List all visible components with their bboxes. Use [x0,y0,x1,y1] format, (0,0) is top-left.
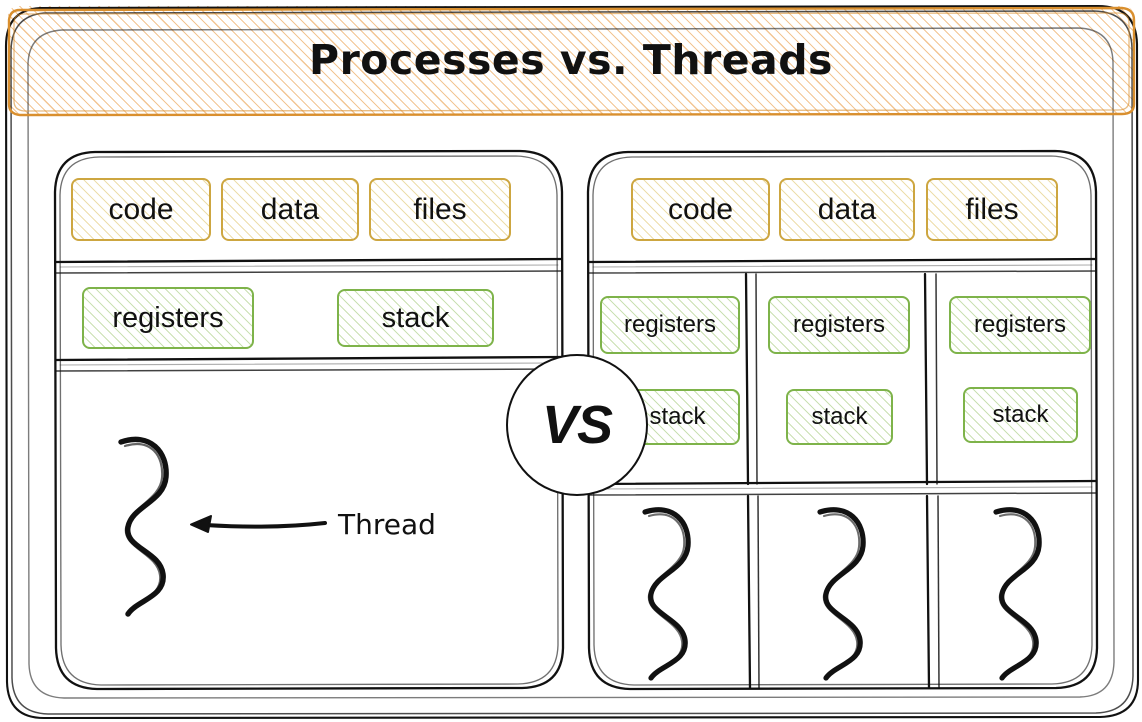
left-registers-label: registers [112,301,224,334]
vs-badge: VS [506,354,648,496]
thread-2-stack[interactable]: stack [786,389,893,445]
thread-3-stack[interactable]: stack [963,387,1078,443]
left-registers[interactable]: registers [82,287,254,349]
page-title: Processes vs. Threads [309,36,833,84]
thread-1-registers[interactable]: registers [600,296,740,354]
thread-2-registers[interactable]: registers [768,296,910,354]
left-resource-code[interactable]: code [71,178,211,241]
left-resource-data-label: data [260,192,320,226]
thread-2-registers-label: registers [792,311,886,338]
thread-3-stack-label: stack [992,401,1049,428]
vs-label: VS [541,395,613,455]
thread-3-registers-label: registers [973,311,1067,338]
left-resource-code-label: code [108,192,174,226]
left-stack[interactable]: stack [337,289,494,347]
left-resource-files-label: files [413,192,467,226]
left-stack-label: stack [381,301,450,334]
thread-3-registers[interactable]: registers [949,296,1091,354]
left-resource-files[interactable]: files [369,178,511,241]
right-resource-data[interactable]: data [779,178,915,241]
right-resource-data-label: data [817,192,877,226]
right-resource-code-label: code [667,192,734,226]
right-resource-files-label: files [965,192,1019,226]
right-resource-code[interactable]: code [631,178,770,241]
thread-2-stack-label: stack [811,403,868,430]
thread-1-registers-label: registers [623,311,717,338]
right-resource-files[interactable]: files [926,178,1058,241]
left-resource-data[interactable]: data [221,178,359,241]
thread-annotation-label: Thread [338,508,436,541]
thread-1-stack-label: stack [649,403,706,430]
